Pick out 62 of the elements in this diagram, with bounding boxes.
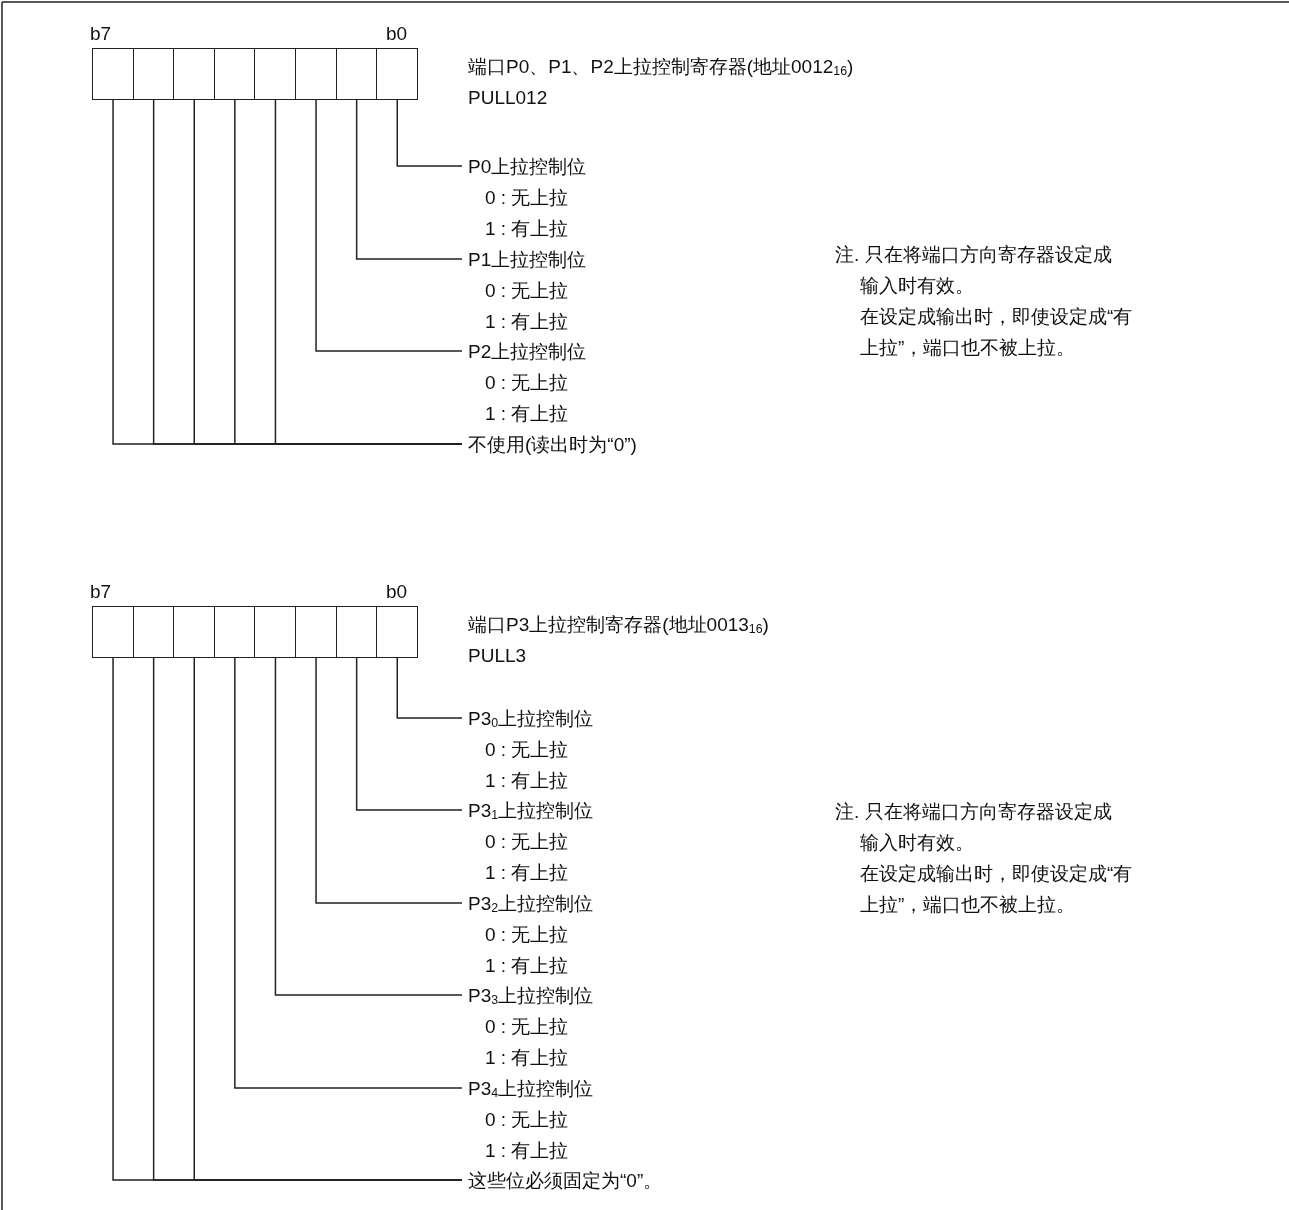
- bit-value-setting: 1 : 有上拉: [484, 953, 570, 978]
- note-text: 在设定成输出时，即使设定成“有上拉”，端口也不被上拉。: [860, 861, 1133, 917]
- bit-cell: [213, 48, 256, 100]
- bit-cell: [92, 606, 135, 658]
- bit-description: P2上拉控制位: [468, 339, 587, 364]
- bit-description: 不使用(读出时为“0”): [468, 432, 637, 457]
- bit-cell: [213, 606, 256, 658]
- note-text: 在设定成输出时，即使设定成“有上拉”，端口也不被上拉。: [860, 304, 1133, 360]
- bit-number: b0: [386, 22, 408, 46]
- register-title: 端口P0、P1、P2上拉控制寄存器(地址0012$_{16}$): [468, 55, 854, 80]
- bit-description: 这些位必须固定为“0”。: [468, 1168, 663, 1193]
- bit-value-setting: 0 : 无上拉: [484, 370, 570, 395]
- bit-value-setting: 1 : 有上拉: [484, 860, 570, 885]
- bit-description: P3$_{2}$上拉控制位: [468, 891, 594, 917]
- bit-description: P0上拉控制位: [468, 154, 587, 179]
- bit-value-setting: 0 : 无上拉: [484, 737, 570, 762]
- leader-line: [315, 99, 463, 352]
- bit-description: P1上拉控制位: [468, 247, 587, 272]
- bit-value-setting: 0 : 无上拉: [484, 1107, 570, 1132]
- bit-cell: [132, 48, 175, 100]
- bit-value-setting: 0 : 无上拉: [484, 278, 570, 303]
- bit-cell: [173, 606, 216, 658]
- bit-description: P3$_{0}$上拉控制位: [468, 706, 594, 732]
- bit-cell: [335, 606, 378, 658]
- bit-number: b7: [90, 22, 112, 46]
- register-title: 端口P3上拉控制寄存器(地址0013$_{16}$): [468, 613, 769, 638]
- bit-value-setting: 1 : 有上拉: [484, 1045, 570, 1070]
- bit-cell: [295, 606, 338, 658]
- leader-line: [355, 99, 463, 260]
- bit-number: b7: [90, 580, 112, 604]
- note-text: 注. 只在将端口方向寄存器设定成输入时有效。: [835, 242, 1113, 298]
- bit-description: P3$_{4}$上拉控制位: [468, 1076, 594, 1102]
- bit-description: P3$_{3}$上拉控制位: [468, 983, 594, 1009]
- bit-number: b0: [386, 580, 408, 604]
- leader-line: [274, 657, 463, 996]
- bit-value-setting: 1 : 有上拉: [484, 401, 570, 426]
- bit-value-setting: 1 : 有上拉: [484, 1138, 570, 1163]
- leader-line: [355, 657, 463, 811]
- bit-value-setting: 1 : 有上拉: [484, 768, 570, 793]
- bit-value-setting: 0 : 无上拉: [484, 185, 570, 210]
- leader-line: [396, 657, 463, 719]
- bit-value-setting: 1 : 有上拉: [484, 216, 570, 241]
- bit-value-setting: 0 : 无上拉: [484, 829, 570, 854]
- bit-value-setting: 0 : 无上拉: [484, 1014, 570, 1039]
- bit-cell: [92, 48, 135, 100]
- note-text: 注. 只在将端口方向寄存器设定成输入时有效。: [835, 799, 1113, 855]
- leader-line: [396, 99, 463, 167]
- bit-description: P3$_{1}$上拉控制位: [468, 798, 594, 824]
- register-name: PULL3: [468, 644, 527, 668]
- register-name: PULL012: [468, 86, 548, 110]
- bit-cell: [254, 48, 297, 100]
- leader-line: [234, 657, 463, 1089]
- leader-line: [315, 657, 463, 904]
- bit-cell: [335, 48, 378, 100]
- bit-cell: [376, 48, 419, 100]
- bit-cell: [132, 606, 175, 658]
- bit-value-setting: 0 : 无上拉: [484, 922, 570, 947]
- bit-cell: [376, 606, 419, 658]
- bit-cell: [295, 48, 338, 100]
- bit-cell: [173, 48, 216, 100]
- bit-value-setting: 1 : 有上拉: [484, 309, 570, 334]
- bit-cell: [254, 606, 297, 658]
